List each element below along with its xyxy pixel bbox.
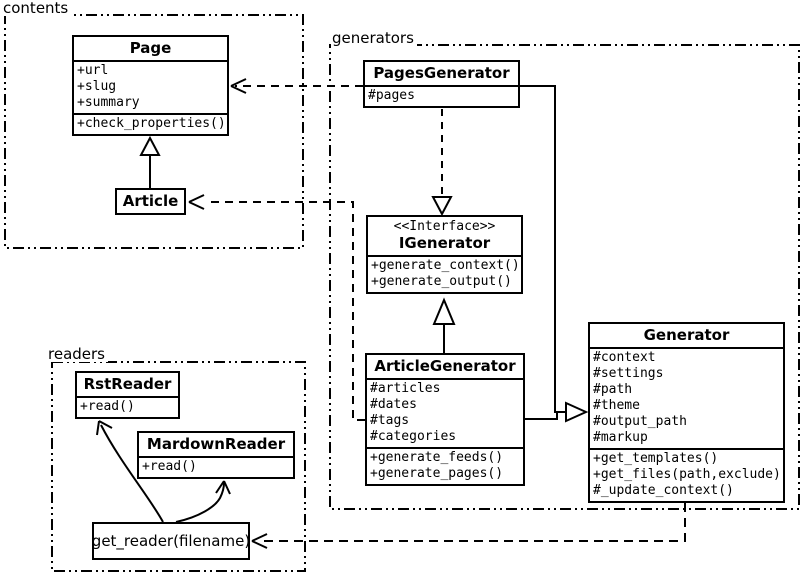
attribute-row: #path [593, 382, 633, 397]
class-box-article: Article [115, 188, 186, 215]
attribute-row: +summary [77, 95, 140, 110]
method-row: +check_properties() [77, 116, 226, 131]
method-row: +read() [80, 399, 135, 414]
class-box-articlegenerator: ArticleGenerator #articles #dates #tags … [365, 353, 525, 486]
open-arrowhead-icon [96, 420, 113, 436]
inheritance-triangle-icon [432, 297, 456, 325]
curve-line-getreader-to-mardownreader [175, 482, 225, 523]
method-row: #_update_context() [593, 483, 734, 498]
package-generators-border [329, 44, 800, 510]
package-readers-border [51, 361, 306, 572]
dependency-line-generator-to-getreader [264, 503, 686, 542]
attribute-row: +slug [77, 79, 117, 94]
open-arrowhead-icon [251, 533, 268, 549]
class-attributes: +url +slug +summary [74, 60, 227, 113]
attribute-row: #markup [593, 430, 648, 445]
attribute-row: #pages [368, 88, 415, 103]
attribute-row: #dates [370, 397, 417, 412]
method-row: +generate_feeds() [370, 450, 504, 465]
class-stereotype: <<Interface>> [393, 219, 496, 234]
attribute-row: #theme [593, 398, 640, 413]
dependency-line-articlegenerator-to-article [206, 201, 365, 421]
attribute-row: +url [77, 63, 109, 78]
class-attributes: #context #settings #path #theme #output_… [590, 347, 783, 448]
open-arrowhead-icon [215, 480, 231, 495]
method-row: +get_templates() [593, 451, 719, 466]
class-box-rstreader: RstReader +read() [75, 371, 180, 419]
method-row: +get_files(path,exclude) [593, 467, 781, 482]
class-box-pagesgenerator: PagesGenerator #pages [363, 60, 520, 108]
curve-line-getreader-to-rstreader [100, 424, 164, 523]
attribute-row: #categories [370, 429, 457, 444]
class-title: PagesGenerator [373, 64, 510, 82]
realization-triangle-icon [431, 196, 453, 217]
package-label-readers: readers [47, 347, 108, 362]
class-title: Page [129, 39, 172, 57]
class-attributes: #articles #dates #tags #categories [367, 378, 523, 447]
method-row: +generate_context() [371, 258, 520, 273]
attribute-row: #settings [593, 366, 664, 381]
class-title: ArticleGenerator [374, 357, 516, 375]
class-attributes: #pages [365, 85, 518, 106]
class-box-mardownreader: MardownReader +read() [137, 431, 295, 479]
inheritance-triangle-icon [565, 401, 589, 423]
method-row: +read() [142, 459, 197, 474]
class-methods: +read() [139, 456, 293, 477]
class-methods: +read() [77, 396, 178, 417]
class-methods: +check_properties() [74, 113, 227, 134]
class-methods: +get_templates() +get_files(path,exclude… [590, 448, 783, 501]
class-title: MardownReader [146, 435, 286, 453]
open-arrowhead-icon [230, 78, 247, 94]
attribute-row: #context [593, 350, 656, 365]
function-label: get_reader(filename) [91, 532, 251, 550]
attribute-row: #tags [370, 413, 410, 428]
attribute-row: #output_path [593, 414, 687, 429]
class-title: RstReader [83, 375, 172, 393]
class-methods: +generate_context() +generate_output() [368, 255, 521, 292]
function-box-get-reader: get_reader(filename) [92, 522, 250, 560]
class-title: Article [122, 192, 179, 210]
class-methods: +generate_feeds() +generate_pages() [367, 447, 523, 484]
inheritance-triangle-icon [139, 135, 161, 156]
inheritance-line-articlegenerator-to-generator [525, 412, 558, 420]
method-row: +generate_pages() [370, 466, 504, 481]
class-box-generator: Generator #context #settings #path #them… [588, 322, 785, 503]
attribute-row: #articles [370, 381, 441, 396]
class-title: IGenerator [398, 234, 491, 252]
class-box-igenerator: <<Interface>> IGenerator +generate_conte… [366, 215, 523, 294]
method-row: +generate_output() [371, 274, 512, 289]
inheritance-line-pagesgenerator-to-generator [520, 85, 566, 413]
class-box-page: Page +url +slug +summary +check_properti… [72, 35, 229, 136]
package-label-contents: contents [2, 1, 72, 16]
class-title: Generator [643, 326, 730, 344]
package-label-generators: generators [331, 31, 417, 46]
package-contents-border [4, 14, 304, 249]
open-arrowhead-icon [188, 194, 205, 210]
